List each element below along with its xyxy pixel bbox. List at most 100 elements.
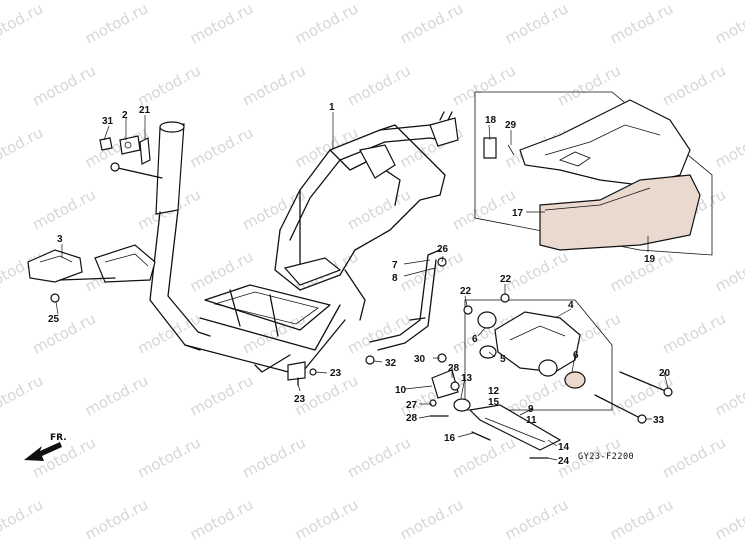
callout-5: 5 — [500, 354, 506, 365]
watermark-text: motod.ru — [449, 185, 518, 233]
front-direction-label: FR. — [50, 433, 67, 443]
watermark-text: motod.ru — [187, 123, 256, 171]
callout-6a: 6 — [472, 334, 478, 345]
watermark-text: motod.ru — [712, 123, 745, 171]
callout-4: 4 — [568, 300, 574, 311]
callout-9: 9 — [528, 404, 534, 415]
callout-1: 1 — [329, 102, 335, 113]
callout-30: 30 — [414, 354, 426, 365]
callout-labels: 1 2 3 4 5 6 6 7 8 9 10 11 12 13 14 15 16… — [48, 102, 671, 467]
callout-32: 32 — [385, 358, 397, 369]
callout-31: 31 — [102, 116, 114, 127]
watermark-text: motod.ru — [712, 371, 745, 419]
watermark-text: motod.ru — [134, 61, 203, 109]
callout-20: 20 — [659, 368, 671, 379]
callout-15: 15 — [488, 397, 500, 408]
watermark-text: motod.ru — [29, 309, 98, 357]
watermark-text: motod.ru — [187, 495, 256, 543]
watermark-text: motod.ru — [449, 61, 518, 109]
watermark-text: motod.ru — [397, 495, 466, 543]
callout-7: 7 — [392, 260, 398, 271]
watermark-text: motod.ru — [187, 371, 256, 419]
callout-23a: 23 — [330, 368, 342, 379]
callout-19: 19 — [644, 254, 656, 265]
bracket-3 — [27, 244, 156, 303]
callout-13: 13 — [461, 373, 473, 384]
watermark-text: motod.ru — [712, 495, 745, 543]
watermark-text: motod.ru — [712, 247, 745, 295]
callout-17: 17 — [512, 208, 524, 219]
callout-18: 18 — [485, 115, 497, 126]
callout-33: 33 — [653, 415, 665, 426]
watermark-text: motod.ru — [29, 185, 98, 233]
watermark-text: motod.ru — [502, 0, 571, 48]
front-direction-arrow-icon — [24, 442, 62, 461]
watermark-text: motod.ru — [0, 0, 46, 48]
callout-14: 14 — [558, 442, 570, 453]
callout-24: 24 — [558, 456, 570, 467]
long-bolts — [594, 371, 673, 424]
step-bracket-parts — [429, 353, 562, 459]
watermark-text: motod.ru — [0, 495, 46, 543]
callout-12: 12 — [488, 386, 500, 397]
watermark-text: motod.ru — [344, 433, 413, 481]
watermark-text: motod.ru — [292, 123, 361, 171]
callout-21: 21 — [139, 105, 151, 116]
watermark-text: motod.ru — [187, 0, 256, 48]
rear-fender-assembly — [474, 91, 713, 256]
watermark-text: motod.ru — [239, 61, 308, 109]
engine-hanger-assembly — [463, 293, 613, 411]
watermark-text: motod.ru — [502, 495, 571, 543]
watermark-text: motod.ru — [82, 0, 151, 48]
callout-28a: 28 — [406, 413, 418, 424]
watermark-text: motod.ru — [292, 0, 361, 48]
watermark-text: motod.ru — [659, 433, 728, 481]
callout-8: 8 — [392, 273, 398, 284]
watermark-text: motod.ru — [554, 61, 623, 109]
watermark-text: motod.ru — [292, 495, 361, 543]
callout-11: 11 — [526, 415, 537, 426]
watermark-text: motod.ru — [397, 247, 466, 295]
watermark-text: motod.ru — [187, 247, 256, 295]
watermark-text: motod.ru — [0, 123, 46, 171]
callout-26: 26 — [437, 244, 449, 255]
callout-16: 16 — [444, 433, 456, 444]
watermark-text: motod.ru — [607, 247, 676, 295]
callout-23b: 23 — [294, 394, 306, 405]
watermark-text: motod.ru — [712, 0, 745, 48]
stand-bracket — [365, 249, 447, 365]
callout-6b: 6 — [573, 350, 579, 361]
watermark-text: motod.ru — [659, 309, 728, 357]
callout-29: 29 — [505, 120, 517, 131]
callout-28b: 28 — [448, 363, 460, 374]
frame-body — [149, 111, 459, 376]
callout-2: 2 — [122, 110, 128, 121]
watermark-text: motod.ru — [134, 309, 203, 357]
watermark-text: motod.ru — [239, 433, 308, 481]
watermark-text: motod.ru — [0, 371, 46, 419]
watermark-text: motod.ru — [449, 433, 518, 481]
watermark-text: motod.ru — [82, 495, 151, 543]
watermark-text: motod.ru — [344, 185, 413, 233]
watermark-text: motod.ru — [82, 371, 151, 419]
watermark-text: motod.ru — [134, 433, 203, 481]
steering-stem-parts — [99, 135, 163, 179]
callout-27: 27 — [406, 400, 418, 411]
leader-lines — [55, 112, 669, 461]
watermark-text: motod.ru — [29, 61, 98, 109]
callout-3: 3 — [57, 234, 63, 245]
callout-25: 25 — [48, 314, 60, 325]
callout-10: 10 — [395, 385, 407, 396]
watermark-text: motod.ru — [607, 0, 676, 48]
watermark-text: motod.ru — [607, 495, 676, 543]
watermark-text: motod.ru — [397, 0, 466, 48]
watermark-text: motod.ru — [502, 247, 571, 295]
watermark-text: motod.ru — [344, 61, 413, 109]
diagram-code: GY23-F2200 — [578, 452, 634, 462]
callout-22b: 22 — [500, 274, 512, 285]
frame-fasteners-23 — [287, 361, 317, 386]
watermark-text: motod.ru — [659, 61, 728, 109]
callout-22a: 22 — [460, 286, 472, 297]
